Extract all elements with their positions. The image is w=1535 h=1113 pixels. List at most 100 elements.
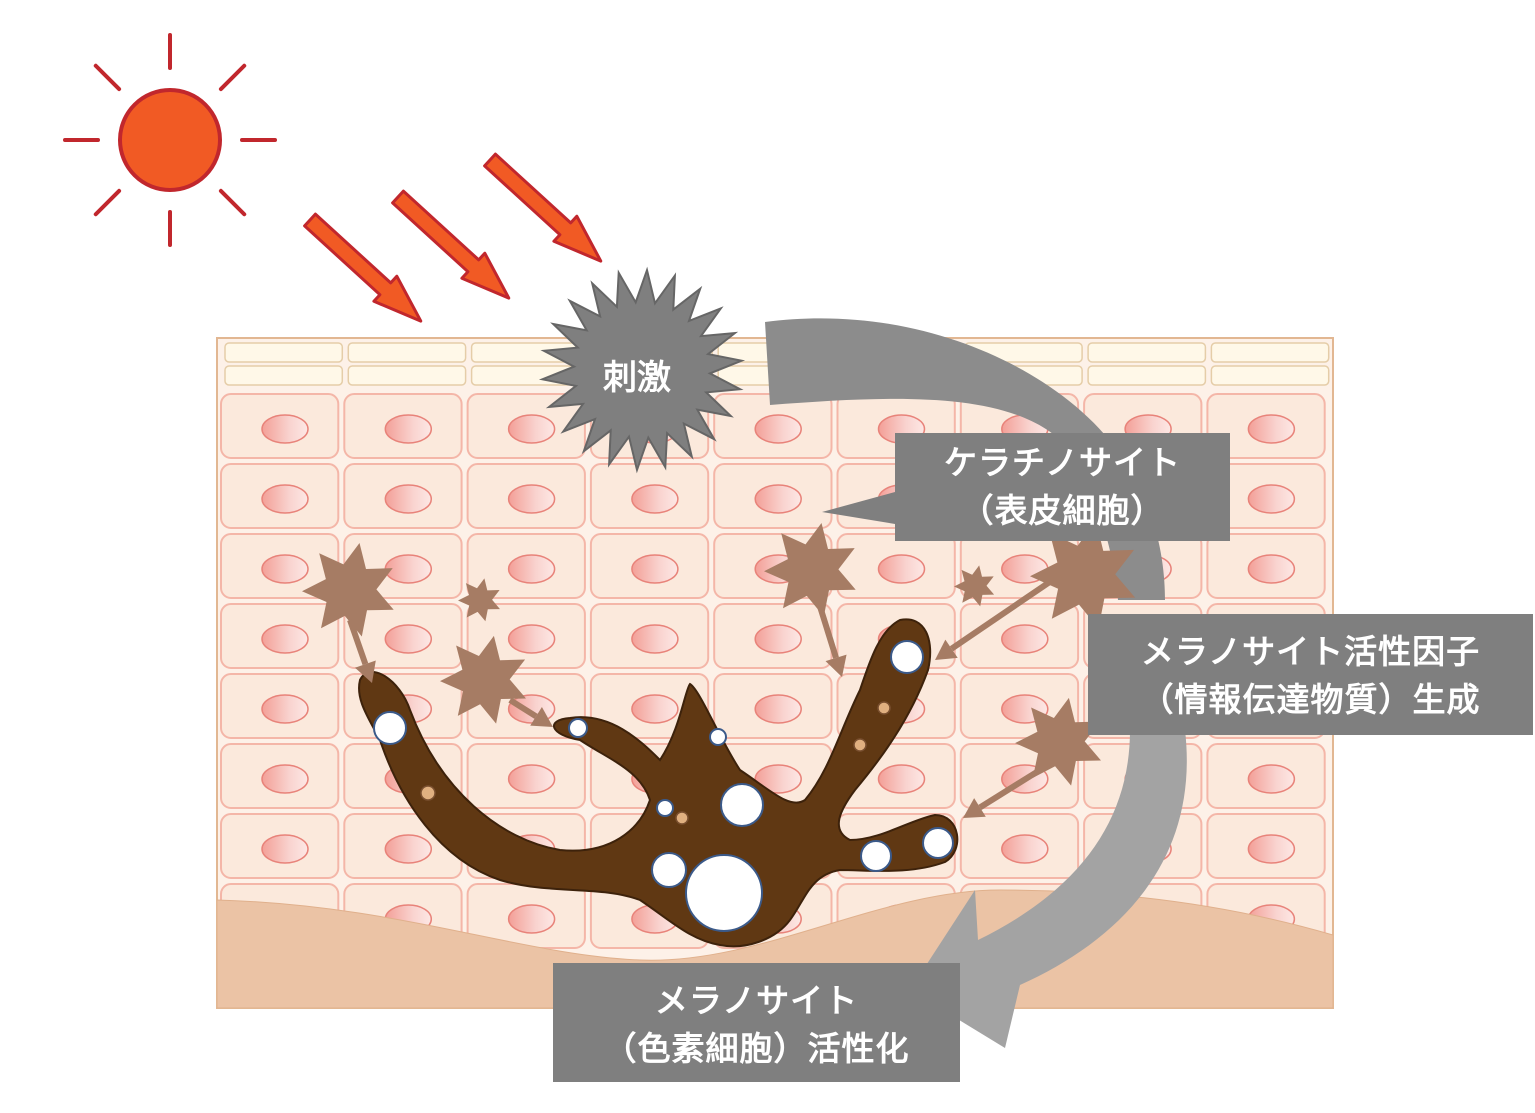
- cell-nucleus: [507, 484, 556, 514]
- corneum-cell: [1087, 365, 1207, 386]
- factor-arrow-shaft: [815, 599, 839, 659]
- sun-disc: [118, 88, 222, 192]
- cell-nucleus: [261, 554, 309, 584]
- melanin-vesicle: [656, 799, 674, 817]
- cell-nucleus: [1001, 624, 1049, 654]
- factor-star: [1015, 697, 1101, 786]
- pigment-granule: [675, 811, 689, 825]
- factor-star: [954, 565, 995, 607]
- factor-arrow-head: [963, 798, 986, 818]
- cell-nucleus: [754, 484, 802, 514]
- keratinocyte-label: ケラチノサイト （表皮細胞）: [895, 433, 1230, 541]
- cell-nucleus: [507, 554, 556, 584]
- cell-nucleus: [1247, 484, 1296, 514]
- melanin-vesicle: [373, 711, 407, 745]
- factor-label: メラノサイト活性因子 （情報伝達物質）生成: [1088, 614, 1533, 735]
- sun-rays: [63, 33, 277, 247]
- cell-nucleus: [877, 764, 926, 794]
- factor-arrow-shaft: [508, 697, 538, 719]
- melanin-vesicle: [709, 728, 727, 746]
- keratinocyte-label-line2: （表皮細胞）: [960, 491, 1165, 530]
- cycle-arrow: [765, 318, 1187, 1048]
- uv-ray-arrows: [303, 152, 603, 323]
- factor-arrow-head: [935, 639, 958, 660]
- factor-arrow-shaft: [978, 767, 1042, 810]
- corneum-cell: [1210, 342, 1330, 363]
- cell-nucleus: [507, 414, 556, 444]
- cell-nucleus: [384, 554, 433, 584]
- cell-nucleus: [877, 554, 926, 584]
- melanin-vesicle: [860, 840, 892, 872]
- factor-label-line2: （情報伝達物質）生成: [1140, 680, 1481, 719]
- cell-nucleus: [754, 414, 802, 444]
- cycle-arrow-lower: [910, 730, 1187, 1048]
- factor-star: [764, 523, 856, 617]
- melanocyte-label-line1: メラノサイト: [654, 981, 859, 1020]
- cell-nucleus: [261, 484, 309, 514]
- pigment-granule: [877, 701, 891, 715]
- uv-arrow: [391, 189, 511, 300]
- factor-label-line1: メラノサイト活性因子: [1140, 632, 1481, 671]
- melanin-vesicle: [720, 783, 764, 827]
- cell-nucleus: [754, 694, 802, 724]
- cell-nucleus: [1001, 834, 1049, 864]
- cell-nucleus: [384, 414, 433, 444]
- factor-arrow-shaft: [949, 572, 1062, 652]
- cell-nucleus: [631, 694, 679, 724]
- corneum-cell: [224, 365, 344, 386]
- melanin-vesicle: [922, 827, 954, 859]
- uv-arrow: [483, 152, 603, 263]
- melanocyte-cell: [358, 618, 959, 948]
- cell-nucleus: [261, 694, 309, 724]
- activating-factors: [302, 521, 1136, 818]
- keratinocyte-label-line1: ケラチノサイト: [943, 443, 1181, 482]
- keratinocyte-callout-tail: [822, 492, 895, 524]
- factor-star: [1030, 521, 1136, 629]
- corneum-cell: [224, 342, 344, 363]
- pigment-granule: [853, 738, 867, 752]
- melanin-vesicle: [568, 718, 588, 738]
- corneum-cell: [1087, 342, 1207, 363]
- factor-arrow-shaft: [347, 619, 369, 666]
- cell-nucleus: [384, 624, 433, 654]
- cell-nucleus: [261, 764, 309, 794]
- sun-ray: [93, 188, 122, 217]
- cell-nucleus: [261, 624, 309, 654]
- cell-nucleus: [754, 764, 802, 794]
- factor-arrow-head: [825, 654, 847, 677]
- melanocyte-label-line2: （色素細胞）活性化: [603, 1029, 910, 1068]
- sun-ray: [218, 63, 247, 92]
- factor-star: [458, 578, 500, 622]
- factor-arrow-head: [355, 660, 376, 683]
- cell-nucleus: [384, 834, 433, 864]
- cell-nucleus: [261, 414, 309, 444]
- factor-arrow-head: [530, 707, 553, 727]
- corneum-cell: [347, 342, 467, 363]
- burst-shape: [538, 266, 746, 474]
- pigment-granule: [420, 785, 436, 801]
- factor-star: [440, 635, 526, 724]
- cycle-arrow-upper: [765, 318, 1165, 600]
- cell-nucleus: [261, 834, 309, 864]
- melanocyte-label: メラノサイト （色素細胞）活性化: [553, 963, 960, 1082]
- melanocyte-body: [358, 618, 959, 948]
- stimulus-label: 刺激: [603, 358, 671, 398]
- stimulus-burst: [538, 266, 746, 474]
- cell-nucleus: [631, 554, 679, 584]
- cell-nucleus: [507, 764, 556, 794]
- cell-nucleus: [1247, 764, 1296, 794]
- cell-nucleus: [507, 904, 556, 934]
- sun-icon: [63, 33, 277, 247]
- corneum-cell: [1210, 365, 1330, 386]
- cell-nucleus: [384, 484, 433, 514]
- cell-nucleus: [631, 624, 679, 654]
- melanin-granules: [373, 640, 954, 932]
- cell-nucleus: [1247, 414, 1296, 444]
- uv-arrow: [303, 212, 423, 323]
- cell-nucleus: [507, 624, 556, 654]
- cell-nucleus: [754, 624, 802, 654]
- corneum-cell: [347, 365, 467, 386]
- sun-ray: [93, 63, 122, 92]
